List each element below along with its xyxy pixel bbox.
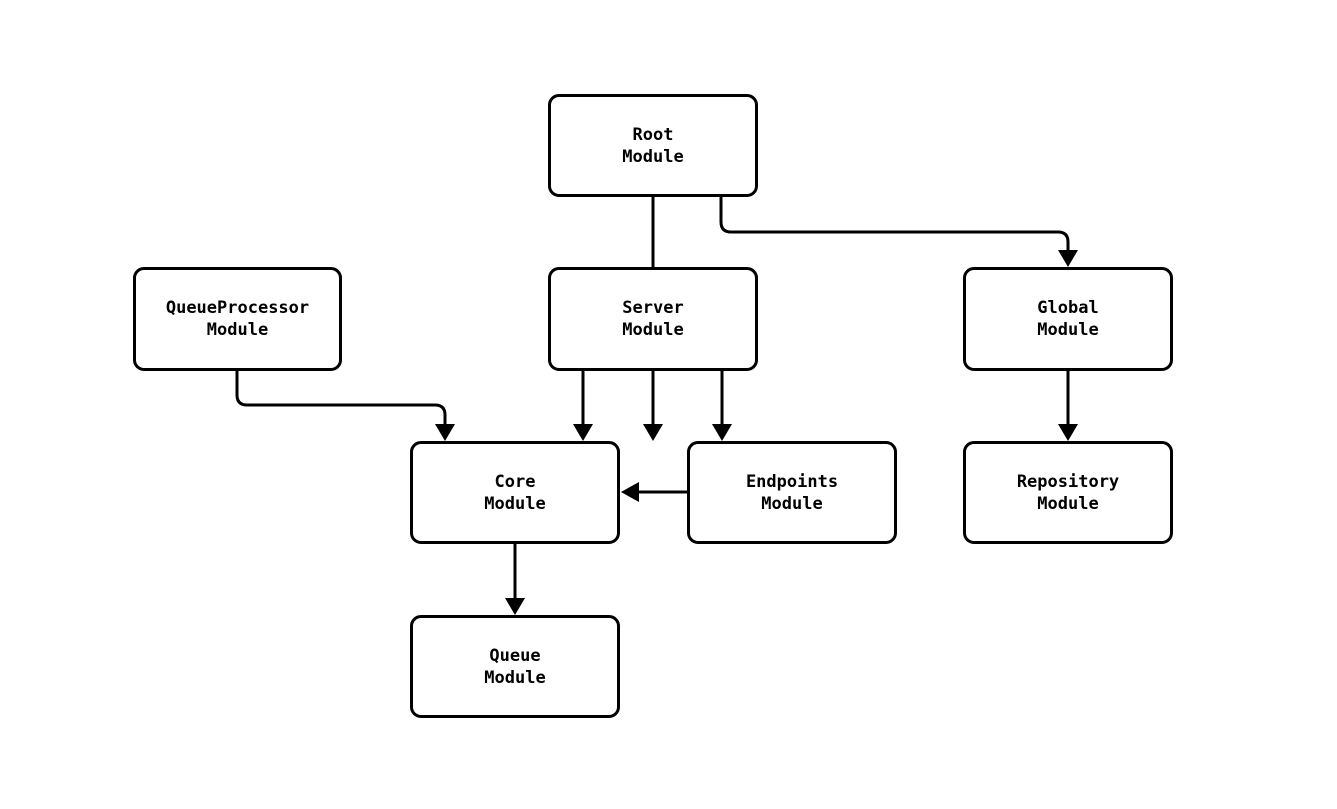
node-server-module-line2: Module [622, 320, 684, 340]
node-queue-module-line1: Queue [489, 645, 541, 666]
edge-server-to-core [573, 371, 593, 441]
node-global-module-line1: Global [1037, 298, 1099, 318]
node-queue-module-line2: Module [484, 667, 546, 688]
node-core-module-line2: Module [484, 493, 546, 514]
node-global-module-line2: Module [1037, 320, 1099, 340]
node-repository-module-line1: Repository [1016, 471, 1120, 492]
node-global-module[interactable]: Global Module [963, 267, 1173, 371]
edge-server-to-endpoints [712, 371, 732, 441]
node-server-module[interactable]: Server Module [548, 267, 758, 371]
node-server-module-line1: Server [622, 298, 684, 318]
node-repository-module[interactable]: Repository Module [963, 441, 1173, 544]
node-core-module[interactable]: Core Module [410, 441, 620, 544]
edge-root-to-global [719, 197, 1078, 267]
node-queueprocessor-module-line1: QueueProcessor [165, 298, 310, 318]
edge-core-to-queue [505, 544, 525, 615]
edge-endpoints-to-core [621, 482, 687, 502]
node-queue-module[interactable]: Queue Module [410, 615, 620, 718]
node-core-module-line1: Core [494, 471, 536, 492]
node-root-module[interactable]: Root Module [548, 94, 758, 197]
node-root-module-line2: Module [622, 146, 684, 167]
edge-global-to-repository [1058, 371, 1078, 441]
node-queueprocessor-module[interactable]: QueueProcessor Module [133, 267, 342, 371]
node-queueprocessor-module-line2: Module [206, 320, 269, 340]
node-endpoints-module[interactable]: Endpoints Module [687, 441, 897, 544]
node-endpoints-module-line1: Endpoints [745, 471, 839, 492]
node-root-module-line1: Root [632, 124, 674, 145]
edge-queueprocessor-to-core [235, 371, 455, 441]
node-endpoints-module-line2: Module [761, 493, 823, 514]
node-repository-module-line2: Module [1037, 493, 1099, 514]
